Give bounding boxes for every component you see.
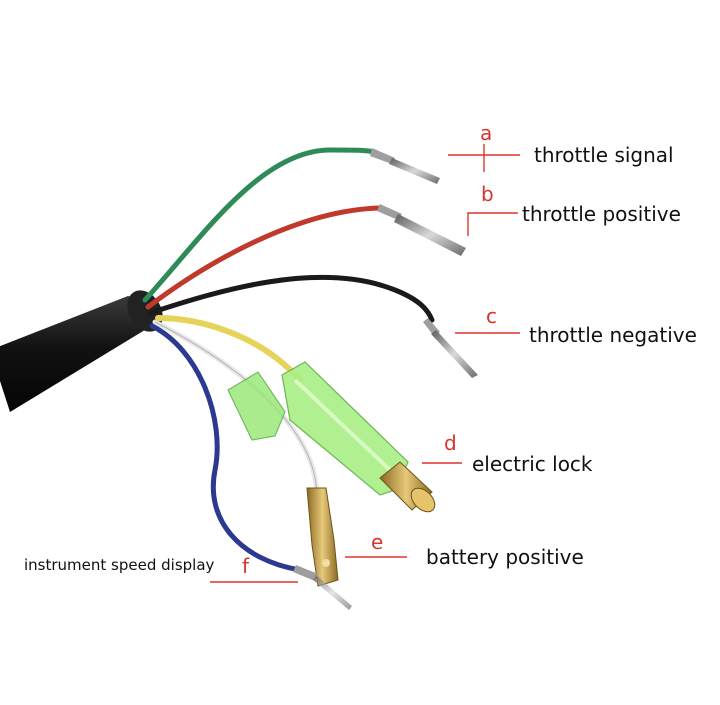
cable-jacket <box>0 290 163 412</box>
letter-c: c <box>486 304 497 328</box>
wire-battery-positive <box>152 319 339 587</box>
wire-electric-lock <box>155 315 436 513</box>
wire-throttle-positive <box>145 204 466 310</box>
connector-sleeve <box>227 361 409 496</box>
label-throttle-negative: throttle negative <box>529 323 697 347</box>
wire-throttle-negative <box>147 274 478 378</box>
letter-e: e <box>371 530 383 554</box>
letter-a: a <box>480 121 492 145</box>
letter-d: d <box>444 431 457 455</box>
wire-instrument-speed-display <box>149 323 352 610</box>
label-throttle-signal: throttle signal <box>534 143 674 167</box>
leader-a <box>448 144 520 172</box>
label-battery-positive: battery positive <box>426 545 584 569</box>
label-instrument-speed-display: instrument speed display <box>24 556 215 574</box>
brass-plug <box>379 461 436 513</box>
wire-throttle-signal <box>142 147 440 303</box>
leader-b <box>467 212 518 236</box>
label-throttle-positive: throttle positive <box>522 202 681 226</box>
letter-b: b <box>481 182 494 206</box>
label-electric-lock: electric lock <box>472 452 593 476</box>
letter-f: f <box>242 554 250 578</box>
